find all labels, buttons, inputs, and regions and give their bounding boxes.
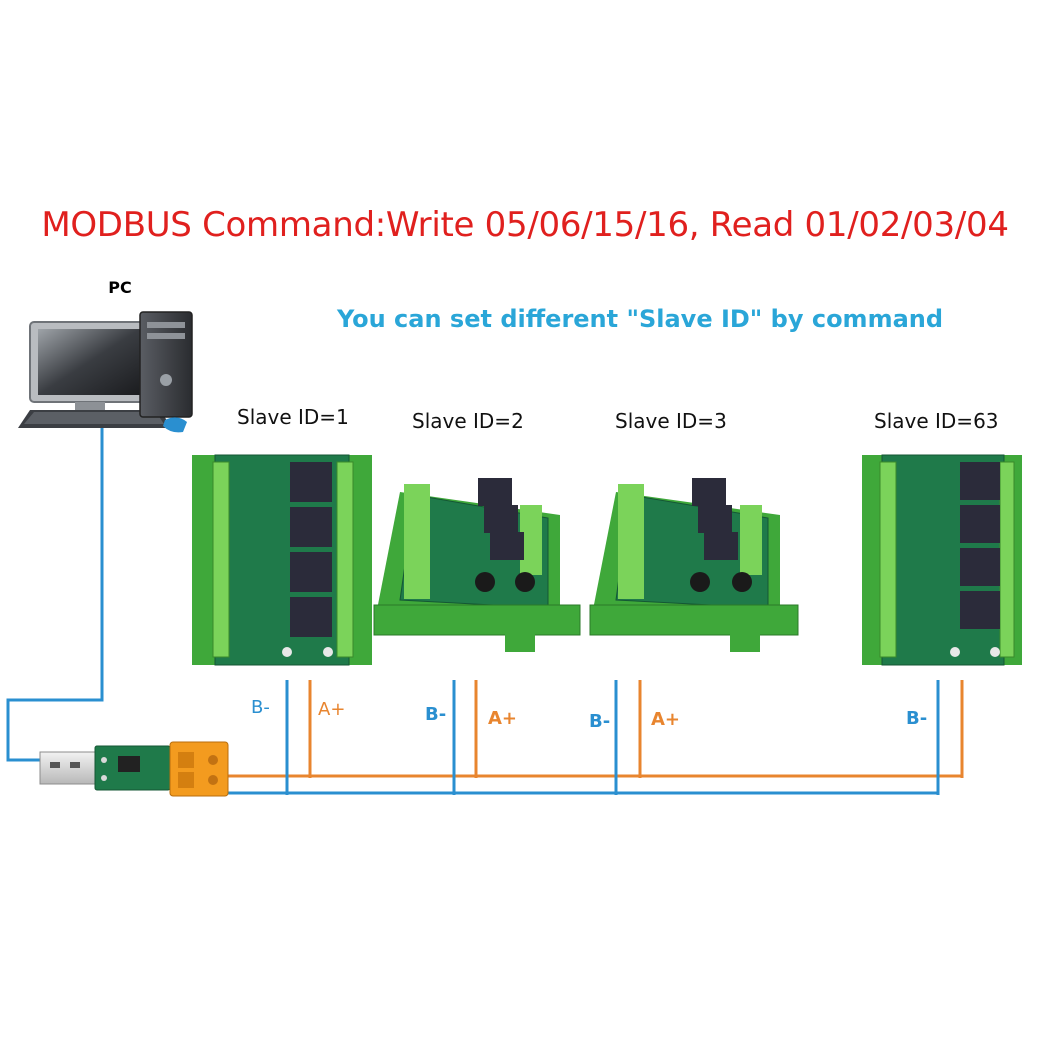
bus-label-a-3: A+ <box>651 709 681 730</box>
slave-label-3: Slave ID=3 <box>615 409 727 433</box>
slave-label-63: Slave ID=63 <box>874 409 999 433</box>
bus-label-b-3: B- <box>589 711 611 732</box>
slave-label-2: Slave ID=2 <box>412 409 524 433</box>
pc-icon <box>18 311 193 433</box>
wiring <box>6 425 964 795</box>
bus-label-b-63: B- <box>906 708 928 729</box>
bus-label-b-2: B- <box>425 704 447 725</box>
bus-label-b-1: B- <box>251 697 270 718</box>
subtitle: You can set different "Slave ID" by comm… <box>336 305 944 333</box>
usb-rs485-adapter-icon <box>39 741 229 797</box>
relay-module-icon <box>589 478 799 652</box>
bus-label-a-1: A+ <box>318 699 346 720</box>
pc-label: PC <box>108 278 132 297</box>
relay-module-icon <box>192 454 372 666</box>
page-title: MODBUS Command:Write 05/06/15/16, Read 0… <box>41 205 1009 245</box>
relay-module-icon <box>862 454 1022 666</box>
relay-module-icon <box>373 478 581 652</box>
bus-label-a-2: A+ <box>488 708 518 729</box>
slave-label-1: Slave ID=1 <box>237 405 349 429</box>
pc-cable <box>6 425 104 762</box>
